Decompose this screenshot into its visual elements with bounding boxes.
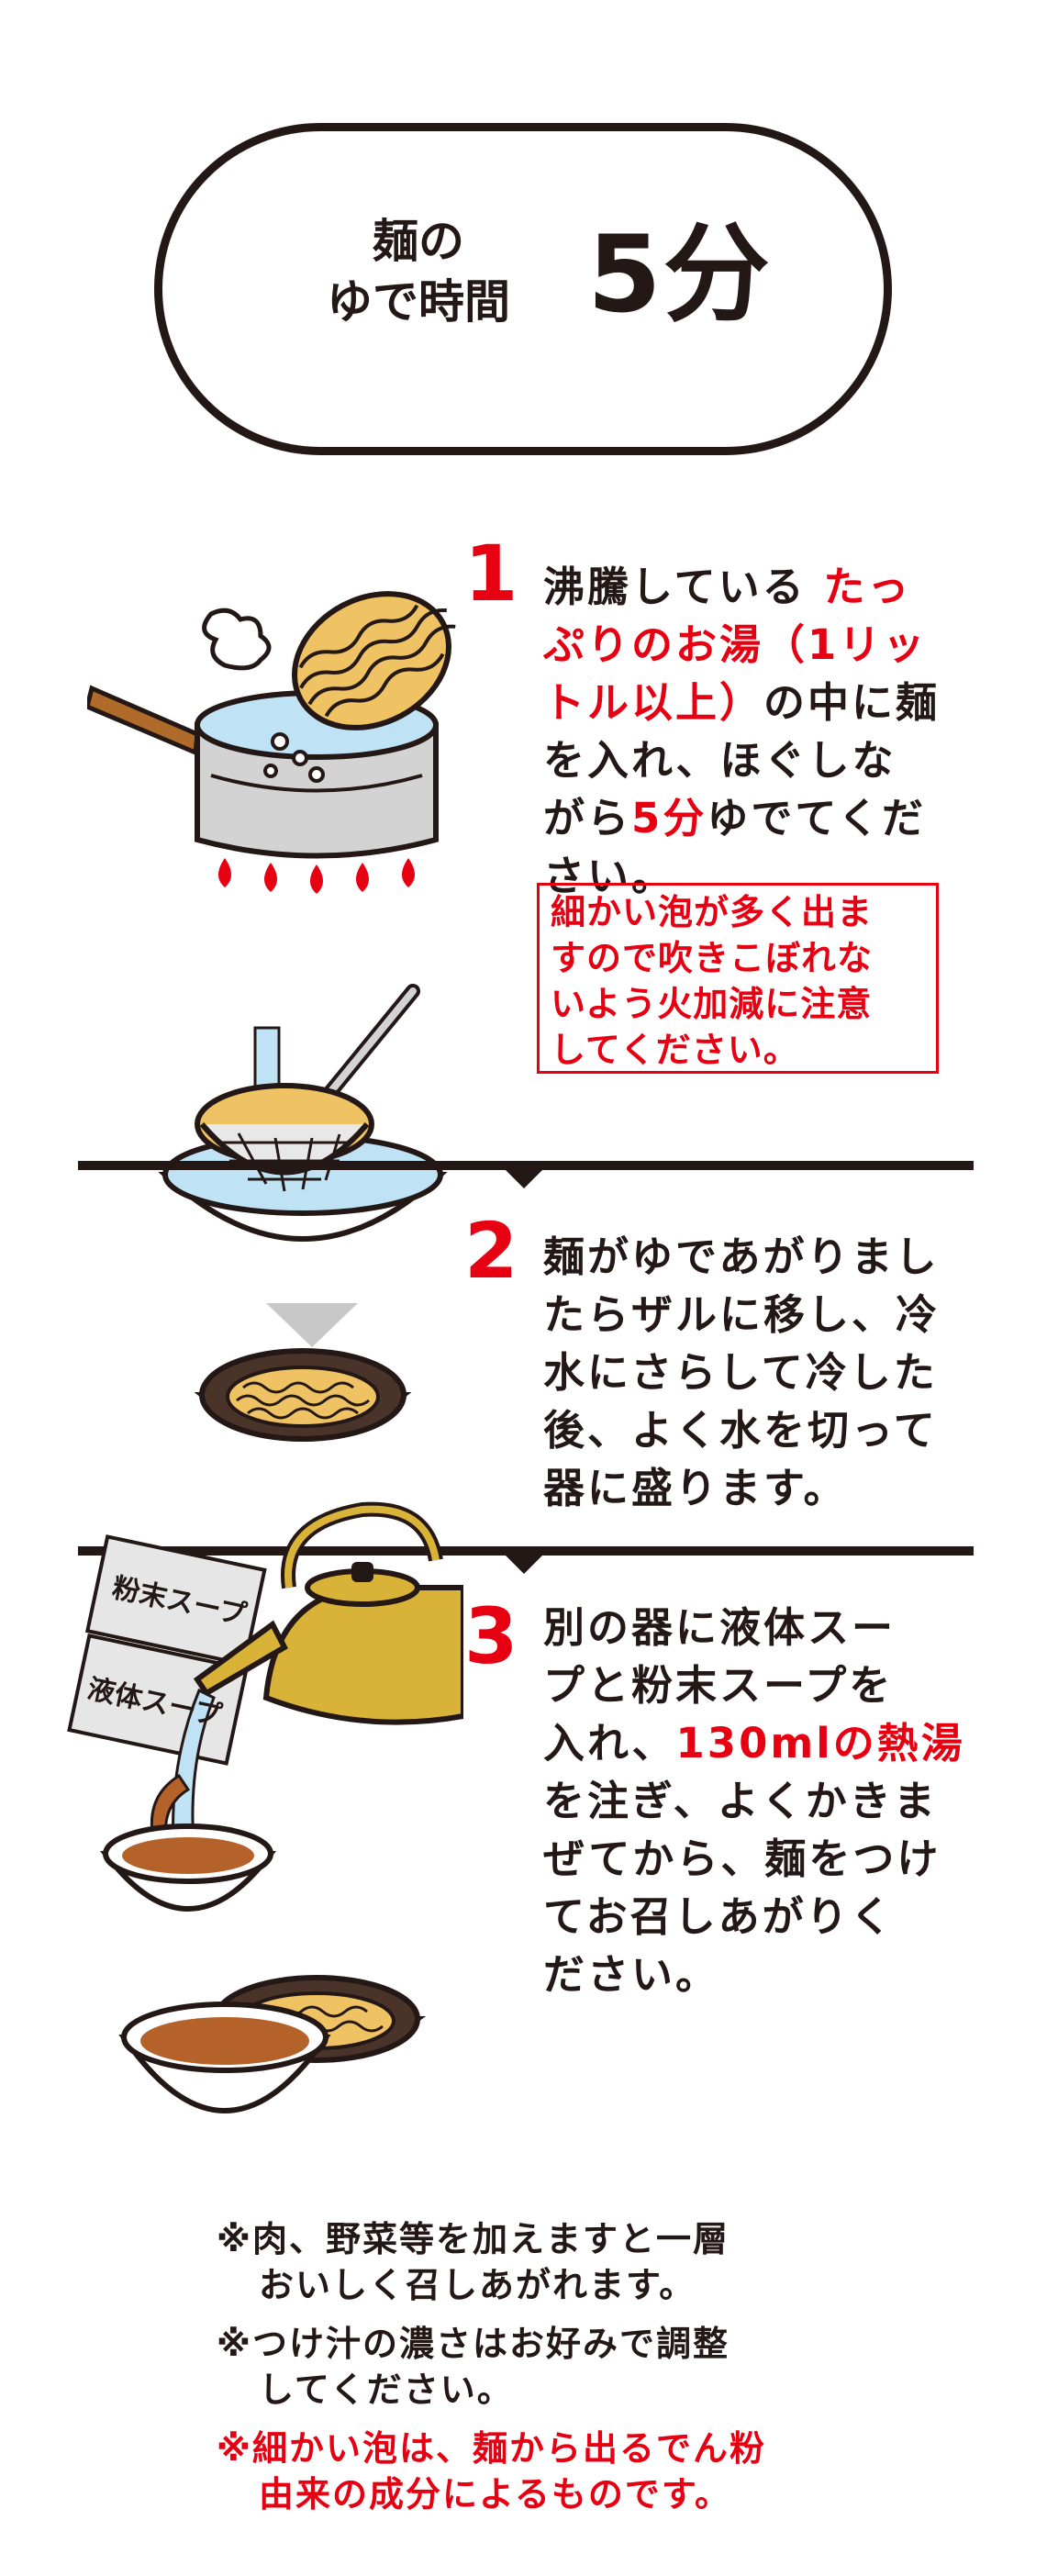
instruction-text: たらザルに移し、冷 (543, 1290, 941, 1339)
instruction-text: ださい。 (543, 1950, 720, 1999)
divider-notch (506, 1170, 542, 1188)
instruction-text: 麺がゆであがりまし (543, 1232, 940, 1281)
strainer-bowl-illustration (158, 984, 448, 1242)
step-text-line: 後、よく水を切って (543, 1401, 975, 1459)
highlight-text: トル以上） (543, 678, 764, 727)
step-text-line: たらザルに移し、冷 (543, 1286, 975, 1344)
strainer-handle (323, 984, 420, 1099)
warning-line: してください。 (551, 1030, 799, 1070)
noodle-plate-illustration (194, 1348, 412, 1442)
instruction-text: 別の器に液体スー (543, 1603, 897, 1652)
instruction-text: がら (543, 794, 632, 842)
plate-icon (194, 1348, 412, 1442)
step-3-text: 別の器に液体スープと粉末スープを入れ、130mlの熱湯を注ぎ、よくかきまぜてから… (543, 1599, 975, 2003)
soup-bowl-icon (99, 1823, 277, 1912)
instruction-text: さい。 (543, 852, 676, 900)
step-3-number: 3 (464, 1591, 518, 1681)
highlight-text: ぷりのお湯（1リッ (543, 620, 928, 669)
warning-line: 細かい泡が多く出ま (551, 892, 874, 932)
title-line-1: 麺の (373, 215, 464, 268)
step-text-line: 入れ、130mlの熱湯 (543, 1714, 975, 1772)
dipping-bowl-icon (118, 2002, 331, 2113)
instruction-text: ゆでてくだ (707, 794, 926, 842)
note-item: ※細かい泡は、麺から出るでん粉由来の成分によるものです。 (217, 2425, 987, 2517)
cooking-time-title: 麺の ゆで時間 (281, 211, 556, 332)
pot-handle (87, 685, 200, 756)
note-line: 由来の成分によるものです。 (259, 2474, 732, 2515)
flame-icon (218, 858, 415, 894)
step-text-line: 沸騰している たっ (543, 558, 975, 616)
cooking-time-badge (154, 123, 892, 455)
warning-line: すので吹きこぼれな (551, 938, 874, 978)
notes-section: ※肉、野菜等を加えますと一層おいしく召しあがれます。 ※つけ汁の濃さはお好みで調整… (217, 2216, 987, 2530)
step-text-line: 麺がゆであがりまし (543, 1228, 975, 1286)
instruction-text: の中に麺 (763, 678, 941, 727)
instruction-text: 沸騰している (543, 563, 824, 611)
note-line: してください。 (259, 2370, 514, 2410)
instruction-text: 水にさらして冷した (543, 1348, 938, 1397)
step-1-number: 1 (464, 529, 518, 619)
step-text-line: ださい。 (543, 1946, 975, 2003)
section-divider (78, 1161, 974, 1170)
step-text-line: 水にさらして冷した (543, 1344, 975, 1401)
highlight-text: 130mlの熱湯 (675, 1719, 965, 1768)
step-text-line: トル以上）の中に麺 (543, 674, 975, 731)
step-text-line: を注ぎ、よくかきま (543, 1772, 975, 1830)
step-text-line: 器に盛ります。 (543, 1459, 975, 1517)
cooking-time-value: 5分 (587, 213, 772, 337)
steam-icon (202, 608, 272, 671)
step-text-line: さい。 (543, 847, 975, 905)
soup-preparation-illustration (67, 1501, 463, 2113)
note-line: ※細かい泡は、麺から出るでん粉 (217, 2428, 766, 2469)
noodle-block-icon (291, 591, 456, 730)
instruction-text: 入れ、 (543, 1719, 676, 1768)
boil-over-warning: 細かい泡が多く出ますので吹きこぼれないよう火加減に注意してください。 (537, 883, 939, 1074)
instruction-text: てお召しあがりく (543, 1892, 895, 1941)
instruction-text: 器に盛ります。 (543, 1464, 848, 1512)
step-text-line: てお召しあがりく (543, 1888, 975, 1946)
step-text-line: がら5分ゆでてくだ (543, 789, 975, 847)
highlight-text: たっ (823, 563, 912, 611)
step-text-line: ぜてから、麺をつけ (543, 1830, 975, 1888)
step-1-text: 沸騰している たっぷりのお湯（1リットル以上）の中に麺を入れ、ほぐしながら5分ゆ… (543, 558, 975, 905)
divider-notch (506, 1556, 542, 1574)
warning-line: いよう火加減に注意 (551, 984, 873, 1024)
step-text-line: ぷりのお湯（1リッ (543, 616, 975, 674)
pot-icon (195, 690, 439, 859)
step-2-number: 2 (464, 1206, 518, 1296)
section-divider (78, 1546, 974, 1556)
bowl-icon (158, 1133, 448, 1242)
down-arrow-icon (266, 1303, 358, 1347)
note-line: ※肉、野菜等を加えますと一層 (217, 2219, 730, 2259)
instruction-text: を注ぎ、よくかきま (543, 1777, 938, 1825)
boiling-pot-illustration (87, 591, 456, 894)
instruction-text: を入れ、ほぐしな (543, 736, 897, 785)
note-item: ※肉、野菜等を加えますと一層おいしく召しあがれます。 (217, 2216, 987, 2308)
kettle-icon (193, 1501, 463, 1725)
note-item: ※つけ汁の濃さはお好みで調整してください。 (217, 2321, 987, 2413)
note-line: ※つけ汁の濃さはお好みで調整 (217, 2324, 730, 2364)
step-text-line: を入れ、ほぐしな (543, 731, 975, 789)
step-2-text: 麺がゆであがりましたらザルに移し、冷水にさらして冷した後、よく水を切って器に盛り… (543, 1228, 975, 1517)
powder-soup-packet (84, 1534, 267, 1667)
step-text-line: 別の器に液体スー (543, 1599, 975, 1656)
instruction-text: プと粉末スープを (543, 1661, 894, 1710)
title-line-2: ゆで時間 (327, 275, 510, 329)
step-text-line: プと粉末スープを (543, 1656, 975, 1714)
instruction-text: 後、よく水を切って (543, 1406, 938, 1455)
note-line: おいしく召しあがれます。 (259, 2265, 696, 2305)
highlight-text: 5分 (631, 794, 707, 842)
instruction-text: ぜてから、麺をつけ (543, 1834, 941, 1883)
